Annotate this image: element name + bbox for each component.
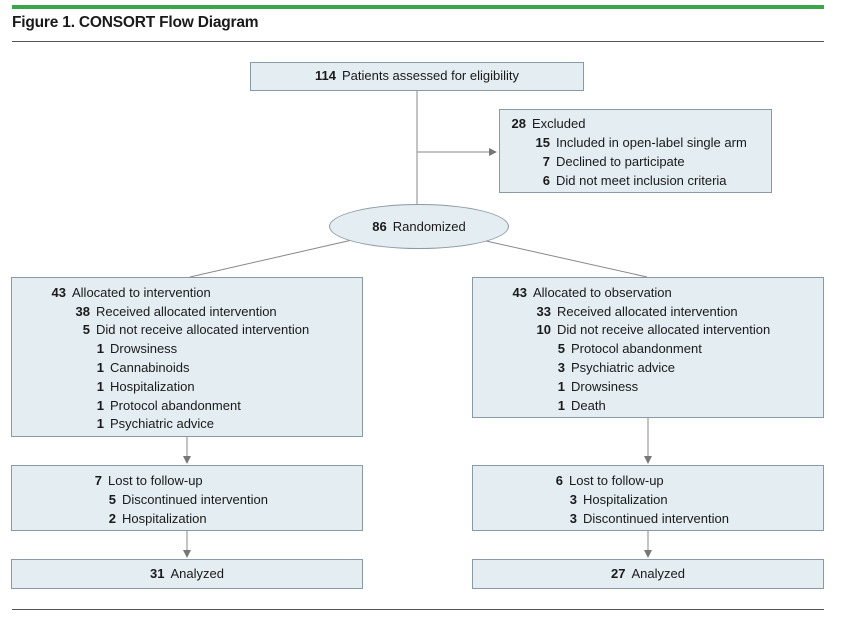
- title-divider: [12, 41, 824, 42]
- reason-label: Hospitalization: [110, 379, 195, 394]
- followup-label: Lost to follow-up: [108, 473, 203, 488]
- not-received-label: Did not receive allocated intervention: [557, 322, 771, 337]
- reason-label: Death: [571, 398, 606, 413]
- followup-item-count: 5: [108, 492, 116, 507]
- reason-label: Protocol abandonment: [571, 341, 702, 356]
- received-count: 33: [536, 304, 551, 319]
- not-received-count: 5: [82, 322, 90, 337]
- reason-count: 1: [557, 379, 565, 394]
- reason-count: 1: [96, 416, 104, 431]
- reason-label: Drowsiness: [571, 379, 639, 394]
- reason-count: 1: [96, 398, 104, 413]
- allocation-label: Allocated to intervention: [72, 285, 211, 300]
- excluded-item-label: Did not meet inclusion criteria: [556, 173, 727, 188]
- reason-label: Drowsiness: [110, 341, 178, 356]
- reason-label: Cannabinoids: [110, 360, 190, 375]
- reason-label: Psychiatric advice: [110, 416, 215, 431]
- assessed-count: 114: [314, 68, 336, 83]
- analyzed-count: 27: [611, 566, 626, 581]
- allocation-label: Allocated to observation: [533, 285, 672, 300]
- randomized-count: 86: [372, 219, 387, 234]
- randomized-label: Randomized: [392, 219, 466, 234]
- connector-randomized-to-observation: [485, 240, 648, 278]
- followup-label: Lost to follow-up: [569, 473, 664, 488]
- allocation-count: 43: [51, 285, 66, 300]
- figure-title: Figure 1. CONSORT Flow Diagram: [12, 14, 259, 31]
- assessed-label: Patients assessed for eligibility: [341, 68, 519, 83]
- reason-label: Protocol abandonment: [110, 398, 241, 413]
- received-label: Received allocated intervention: [96, 304, 277, 319]
- observation-allocation-box: 43 Allocated to observation 33 Received al…: [472, 277, 824, 418]
- followup-item-label: Discontinued intervention: [122, 492, 268, 507]
- received-label: Received allocated intervention: [557, 304, 738, 319]
- followup-item-count: 2: [108, 511, 116, 526]
- followup-item-label: Hospitalization: [583, 492, 668, 507]
- intervention-followup-box: 7 Lost to follow-up 5 Discontinued interve…: [11, 465, 363, 531]
- allocation-count: 43: [512, 285, 527, 300]
- excluded-item-count: 15: [535, 135, 550, 150]
- followup-item-count: 3: [569, 511, 577, 526]
- reason-count: 5: [557, 341, 565, 356]
- excluded-item-count: 7: [542, 154, 550, 169]
- reason-count: 1: [557, 398, 565, 413]
- followup-count: 6: [555, 473, 563, 488]
- intervention-allocation-box: 43 Allocated to intervention 38 Received a…: [11, 277, 363, 437]
- reason-count: 1: [96, 379, 104, 394]
- analyzed-label: Analyzed: [170, 566, 224, 581]
- reason-count: 1: [96, 341, 104, 356]
- excluded-item-count: 6: [542, 173, 550, 188]
- excluded-item-label: Included in open-label single arm: [556, 135, 747, 150]
- randomized-ellipse: 86 Randomized: [329, 204, 509, 249]
- excluded-count: 28: [511, 116, 526, 131]
- top-accent-bar: [12, 5, 824, 9]
- reason-count: 1: [96, 360, 104, 375]
- not-received-label: Did not receive allocated intervention: [96, 322, 310, 337]
- observation-analyzed-box: 27 Analyzed: [472, 559, 824, 589]
- reason-count: 3: [557, 360, 565, 375]
- connector-randomized-to-intervention: [189, 239, 353, 278]
- analyzed-label: Analyzed: [631, 566, 685, 581]
- not-received-count: 10: [536, 322, 551, 337]
- excluded-item-label: Declined to participate: [556, 154, 685, 169]
- followup-item-label: Hospitalization: [122, 511, 207, 526]
- followup-item-count: 3: [569, 492, 577, 507]
- excluded-box: 28 Excluded 15 Included in open-label sing…: [499, 109, 772, 193]
- reason-label: Psychiatric advice: [571, 360, 676, 375]
- analyzed-count: 31: [150, 566, 165, 581]
- intervention-analyzed-box: 31 Analyzed: [11, 559, 363, 589]
- assessed-box: 114 Patients assessed for eligibility: [250, 62, 584, 91]
- received-count: 38: [75, 304, 90, 319]
- excluded-label: Excluded: [532, 116, 586, 131]
- bottom-divider: [12, 609, 824, 610]
- followup-count: 7: [94, 473, 102, 488]
- followup-item-label: Discontinued intervention: [583, 511, 729, 526]
